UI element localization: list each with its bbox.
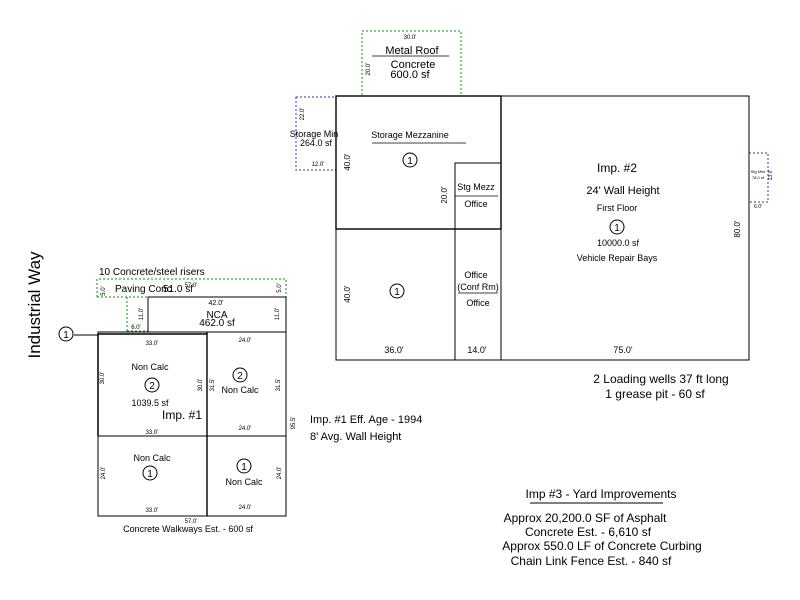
imp2-building: Metal Roof Concrete 600.0 sf 30.0' 20.0'… [290,30,774,401]
imp1-circle-marker: 1 [58,326,74,342]
imp1-circle-marker: 2 [232,367,248,383]
roof-area: 600.0 sf [390,69,430,81]
dim-22: 22.0' [300,108,306,121]
vehicle-repair-bays-room [500,95,750,361]
dim-57-top: 57.0' [185,283,198,289]
dim-roof-20: 20.0' [366,63,372,76]
non-calc-label: Non Calc [131,362,169,372]
imp1-eff-age: Imp. #1 Eff. Age - 1994 [310,414,422,426]
imp1-circle-marker: 1 [142,465,158,481]
nca-label: NCA [206,310,227,321]
dim-5-right: 5.0' [277,283,283,293]
dim-31-5-a: 31.5' [210,379,216,392]
dim-57-bottom: 57.0' [185,519,198,525]
dim-12: 12.0' [312,162,325,168]
imp2-circle-marker: 1 [609,219,625,235]
paving-outline [96,278,287,297]
dim-80: 80.0' [733,220,742,238]
imp3-line-1: Approx 20,200.0 SF of Asphalt [504,511,667,525]
storage-mini-outline [748,152,769,203]
nca-area: 462.0 sf [199,318,235,329]
imp2-wall-height: 24' Wall Height [586,185,659,197]
imp1-circle-marker: 2 [144,377,160,393]
non-calc-label: Non Calc [225,477,263,487]
tiny-right-label-2: 78.0 sf [752,175,765,180]
imp2-floor: First Floor [597,203,638,213]
imp1-area: 1039.5 sf [131,398,169,408]
dim-13: 13.0' [768,170,774,181]
stg-mezz-label: Stg Mezz [457,182,495,192]
dim-24-left: 24.0' [101,467,107,480]
dim-6: 6.0' [131,325,141,331]
imp3-title: Imp #3 - Yard Improvements [526,487,677,501]
non-calc-label: Non Calc [221,385,259,395]
dim-40-upper: 40.0' [343,153,352,171]
svg-text:2: 2 [237,371,243,382]
dim-36: 36.0' [384,345,404,355]
dim-33-a: 33.0' [146,341,159,347]
imp2-notes-1: 2 Loading wells 37 ft long [593,372,728,386]
dim-33-c: 33.0' [146,508,159,514]
imp2-area: 10000.0 sf [597,238,640,248]
dim-95-5: 95.5' [291,417,297,430]
metal-roof-label: Metal Roof [385,45,439,57]
dim-31-5-b: 31.5' [276,379,282,392]
dim-75: 75.0' [613,345,633,355]
concrete-label: Concrete [391,59,436,71]
imp2-label: Imp. #2 [597,161,637,175]
dim-30-left: 30.0' [100,372,106,385]
imp1-wall-height: 8' Avg. Wall Height [310,431,401,443]
imp1-main-outline [97,331,287,517]
storage-min-label: Storage Min [290,129,339,139]
dim-14: 14.0' [467,345,487,355]
imp2-notes-2: 1 grease pit - 60 sf [605,387,705,401]
imp3-line-3: Approx 550.0 LF of Concrete Curbing [502,539,701,553]
dim-24-a: 24.0' [239,338,252,344]
svg-text:2: 2 [149,381,155,392]
dim-6-right: 6.0' [754,204,762,210]
dim-11-right: 11.0' [275,308,281,320]
dim-24-right: 24.0' [277,467,283,480]
non-calc-label: Non Calc [133,453,171,463]
dim-11-left: 11.0' [139,308,145,320]
imp2-circle-marker: 1 [389,283,405,299]
dim-40-lower: 40.0' [343,285,352,303]
dim-5-left: 5.0' [101,286,107,296]
imp3-line-2: Concrete Est. - 6,610 sf [525,525,652,539]
svg-text:1: 1 [241,462,247,473]
svg-text:1: 1 [147,469,153,480]
imp2-circle-marker: 1 [402,152,418,168]
dim-30-mid: 30.0' [198,379,204,392]
walkways-label: Concrete Walkways Est. - 600 sf [123,524,253,534]
paving-label: Paving Conc [115,284,172,295]
dim-roof-30: 30.0' [404,35,417,41]
svg-text:1: 1 [614,223,620,234]
imp3-yard-improvements: Imp #3 - Yard Improvements Approx 20,200… [502,487,701,568]
office-bottom-label: Office [466,298,489,308]
imp1-circle-marker: 1 [236,458,252,474]
office-column [454,162,502,361]
imp2-use: Vehicle Repair Bays [577,253,658,263]
dim-33-b: 33.0' [146,430,159,436]
road-label: Industrial Way [25,251,44,359]
dim-42: 42.0' [209,300,224,307]
storage-mezzanine-label: Storage Mezzanine [371,130,449,140]
svg-text:1: 1 [63,330,69,341]
imp3-line-4: Chain Link Fence Est. - 840 sf [511,554,672,568]
storage-min-area: 264.0 sf [300,138,333,148]
imp1-building: 1 10 Concrete/steel risers Paving Conc 5… [58,267,422,534]
dim-20-mid: 20.0' [440,186,449,204]
svg-text:1: 1 [407,156,413,167]
imp1-label: Imp. #1 [162,408,202,422]
svg-text:1: 1 [394,287,400,298]
dim-24-c: 24.0' [239,505,252,511]
paving-area: 51.0 sf [163,284,193,295]
tiny-right-label-1: Stg Mini [751,169,766,174]
office-conf-label-1: Office [464,270,487,280]
risers-note: 10 Concrete/steel risers [99,267,205,278]
dim-24-b: 24.0' [239,426,252,432]
office-conf-label-2: (Conf Rm) [457,282,499,292]
office-label: Office [464,199,487,209]
